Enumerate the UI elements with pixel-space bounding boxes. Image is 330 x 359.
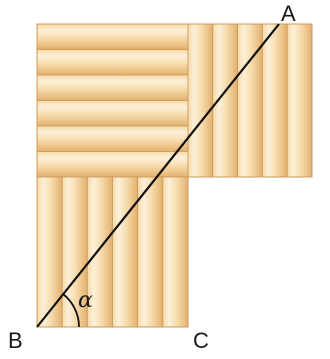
segment-ab — [36, 23, 280, 328]
vertical-plank — [61, 176, 88, 328]
angle-alpha-label: α — [78, 288, 93, 313]
vertical-plank — [261, 23, 288, 178]
point-a-label: A — [281, 1, 296, 26]
point-b-label: B — [8, 328, 23, 353]
vertical-plank — [86, 176, 113, 328]
vertical-plank — [112, 176, 139, 328]
vertical-plank — [36, 176, 63, 328]
angle-arc — [62, 293, 80, 328]
vertical-plank — [137, 176, 164, 328]
horizontal-plank — [36, 125, 189, 152]
vertical-plank — [187, 23, 214, 178]
horizontal-plank — [36, 100, 189, 127]
vertical-plank — [286, 23, 313, 178]
horizontal-plank — [36, 74, 189, 101]
point-c-label: C — [193, 328, 209, 353]
horizontal-plank-block — [36, 23, 189, 178]
lower-left-plank-block — [36, 176, 189, 328]
vertical-plank — [237, 23, 263, 178]
upper-right-plank-block — [187, 23, 313, 178]
horizontal-plank — [36, 151, 189, 178]
horizontal-plank — [36, 49, 189, 76]
vertical-plank — [162, 176, 189, 328]
horizontal-plank — [36, 23, 189, 50]
